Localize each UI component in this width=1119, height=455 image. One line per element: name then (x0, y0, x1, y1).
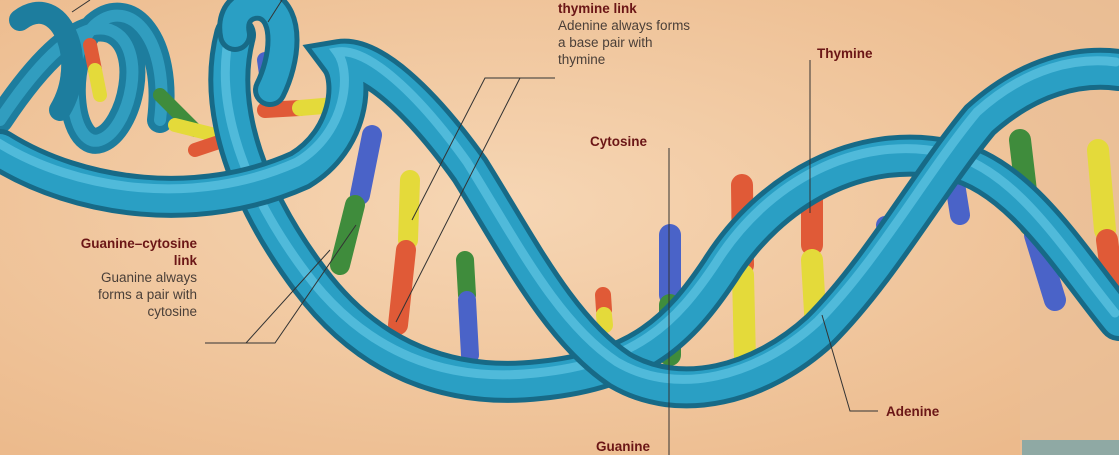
cytosine-text: Cytosine (590, 133, 647, 150)
gc-link-description: Guanine always forms a pair with cytosin… (70, 269, 197, 320)
adenine-thymine-link-label: thymine link Adenine always forms a base… (558, 0, 716, 68)
thymine-label: Thymine (817, 45, 873, 62)
adenine-label: Adenine (886, 403, 939, 420)
gc-link-title: Guanine–cytosine link (70, 235, 197, 269)
at-link-title: thymine link (558, 0, 716, 17)
guanine-label: Guanine (596, 438, 650, 455)
guanine-cytosine-link-label: Guanine–cytosine link Guanine always for… (70, 235, 197, 320)
cytosine-label: Cytosine (590, 133, 647, 150)
adenine-text: Adenine (886, 403, 939, 420)
bottom-right-strip (1022, 440, 1119, 455)
thymine-text: Thymine (817, 45, 873, 62)
guanine-text: Guanine (596, 438, 650, 455)
at-link-description: Adenine always forms a base pair with th… (558, 17, 700, 68)
